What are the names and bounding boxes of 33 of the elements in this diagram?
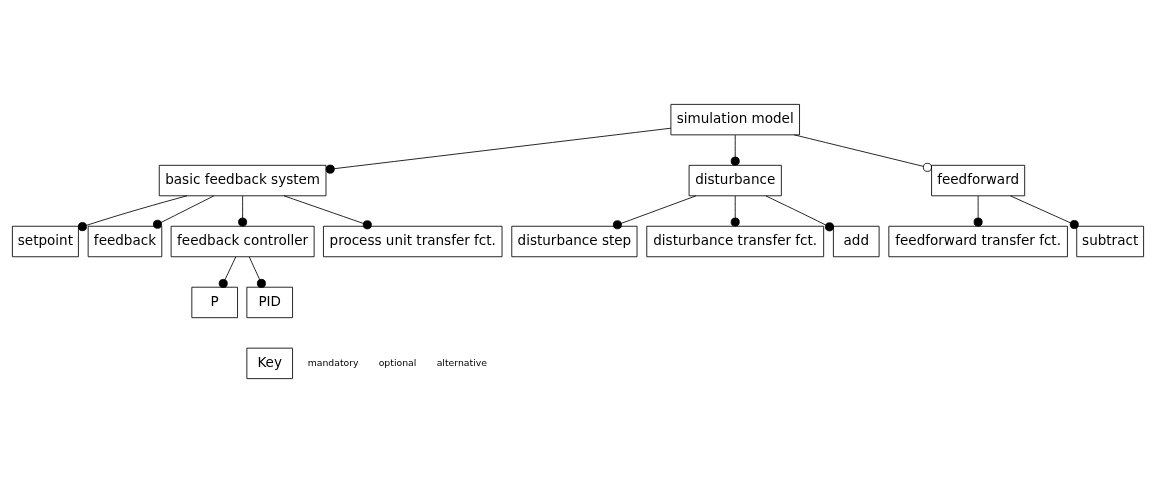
connector: [248, 256, 266, 288]
connector: [325, 127, 672, 174]
connector: [218, 256, 237, 288]
connector: [765, 195, 834, 231]
node-box: P: [191, 286, 238, 318]
node-box: basic feedback system: [158, 164, 327, 196]
connector: [730, 195, 740, 227]
node-box: feedforward: [931, 164, 1026, 196]
node-box: feedback: [87, 225, 163, 257]
node-box: add: [832, 225, 880, 257]
connector: [730, 134, 740, 166]
node-box: disturbance: [688, 164, 782, 196]
connector: [612, 194, 697, 229]
connector: [973, 195, 983, 227]
legend-label: mandatory: [307, 356, 359, 368]
connector: [1010, 194, 1079, 229]
node-box: feedback controller: [170, 225, 315, 257]
node-box: subtract: [1076, 225, 1145, 257]
legend-label: alternative: [436, 356, 488, 368]
node-box: setpoint: [11, 225, 79, 257]
connector: [77, 194, 188, 231]
connector: [283, 194, 372, 229]
node-box: PID: [246, 286, 293, 318]
node-box: simulation model: [670, 103, 800, 135]
connector: [238, 195, 248, 227]
node-box: process unit transfer fct.: [323, 225, 503, 257]
legend-label: optional: [378, 356, 417, 368]
connector: [793, 133, 932, 172]
node-box: disturbance step: [511, 225, 638, 257]
connector: [153, 194, 215, 229]
node-box: Key: [246, 347, 293, 379]
node-box: feedforward transfer fct.: [888, 225, 1068, 257]
node-box: disturbance transfer fct.: [646, 225, 825, 257]
